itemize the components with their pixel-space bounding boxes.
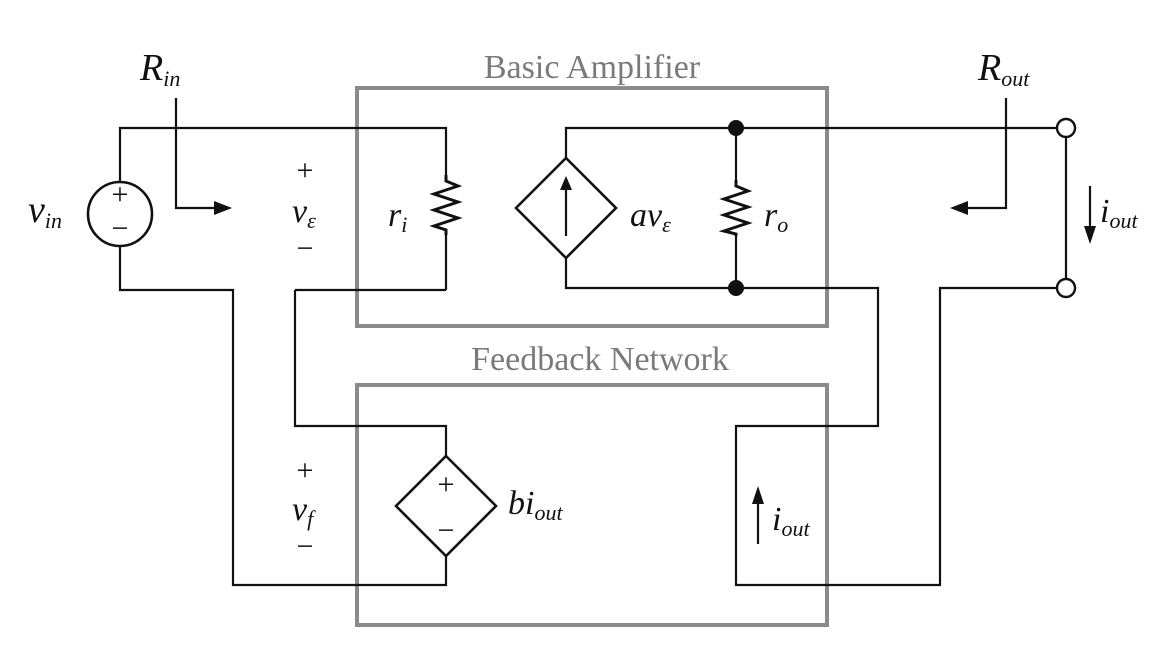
wire-top-output: [564, 126, 1066, 158]
label-r-in: Rin: [139, 47, 180, 91]
label-r-i: ri: [388, 197, 407, 237]
left-arrowhead-icon: [950, 201, 968, 215]
voltage-source-icon: [86, 180, 154, 248]
output-terminal-bottom: [1055, 277, 1077, 299]
output-terminal-top: [1055, 117, 1077, 139]
dependent-current-source-avε: [514, 156, 618, 260]
bi-minus-sign: −: [438, 514, 455, 547]
label-i-out-right: iout: [1100, 193, 1138, 233]
rout-arrow-line: [964, 98, 1008, 210]
v-eps-plus-sign: +: [297, 154, 314, 187]
right-arrowhead-icon: [214, 201, 232, 215]
source-minus-sign: −: [112, 212, 129, 245]
resistor-ri-icon: [429, 175, 463, 235]
basic-amplifier-title: Basic Amplifier: [484, 49, 701, 86]
wire-top-input: [118, 126, 448, 184]
source-plus-sign: +: [112, 178, 129, 211]
label-r-out: Rout: [977, 47, 1030, 91]
resistor-ro-icon: [718, 180, 753, 236]
wire-output-loop: [564, 258, 1066, 587]
dependent-voltage-source-biout: + −: [394, 454, 498, 558]
up-arrowhead-icon: [560, 176, 572, 190]
label-v-in: vin: [28, 189, 62, 233]
label-r-o: ro: [764, 197, 788, 237]
label-v-f: vf: [292, 491, 316, 531]
voltage-source-vin: + −: [86, 178, 154, 248]
up-arrowhead-feedback-icon: [752, 486, 764, 504]
bi-plus-sign: +: [438, 468, 455, 501]
iout-up-arrow: [752, 486, 764, 544]
feedback-network-box: [355, 383, 829, 627]
diamond-voltage-source-icon: [394, 454, 498, 558]
feedback-network-title: Feedback Network: [471, 341, 729, 378]
rout-arrow: [950, 98, 1008, 215]
v-f-plus-sign: +: [297, 454, 314, 487]
down-arrowhead-icon: [1084, 226, 1096, 244]
junction-dot-bottom: [728, 280, 744, 296]
label-v-eps: vε: [292, 193, 316, 233]
wire-input-loop-bottom: [118, 244, 448, 587]
rin-arrow: [174, 98, 232, 215]
label-b-i-out: biout: [508, 485, 563, 525]
wires: [118, 126, 1068, 587]
v-eps-minus-sign: −: [297, 232, 314, 265]
label-i-out-feedback: iout: [772, 501, 810, 541]
basic-amplifier-box: [355, 86, 829, 328]
junction-dot-top: [728, 120, 744, 136]
rin-arrow-line: [174, 98, 218, 210]
wire-to-bi-top: [293, 290, 448, 456]
v-f-minus-sign: −: [297, 530, 314, 563]
iout-down-arrow: [1084, 186, 1096, 244]
label-a-v-eps: avε: [630, 197, 671, 237]
